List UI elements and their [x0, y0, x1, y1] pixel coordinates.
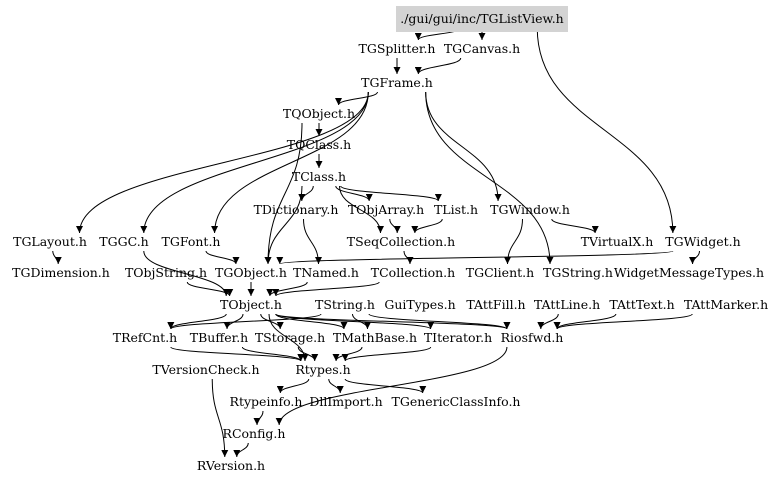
edge-tobject-tbuffer: [223, 313, 244, 330]
edge-tversioncheck-rversion: [211, 378, 229, 458]
node-tversioncheck[interactable]: TVersionCheck.h: [152, 362, 259, 377]
node-tobject[interactable]: TObject.h: [220, 297, 282, 312]
edge-tclass-tgobject: [264, 185, 303, 265]
node-tstorage[interactable]: TStorage.h: [255, 330, 325, 345]
edge-tgwindow-tgclient: [504, 218, 523, 265]
node-tgframe[interactable]: TGFrame.h: [361, 75, 433, 90]
root-node-box[interactable]: [396, 6, 568, 32]
edge-tatttext-riosfwd: [553, 313, 617, 330]
edge-tcollection-tobject: [272, 281, 380, 297]
edge-trefcnt-rtypes: [170, 346, 305, 362]
node-tgwidget[interactable]: TGWidget.h: [665, 234, 740, 249]
node-tvirtualx[interactable]: TVirtualX.h: [581, 234, 654, 249]
node-tclass[interactable]: TClass.h: [292, 169, 346, 184]
node-guitypes[interactable]: GuiTypes.h: [384, 297, 455, 312]
node-tattline[interactable]: TAttLine.h: [534, 297, 600, 312]
node-tgstring[interactable]: TGString.h: [543, 265, 613, 280]
edge-rconfig-rversion: [233, 442, 249, 458]
edge-titerator-rtypes: [341, 346, 432, 362]
edge-tgframe-tgstring: [425, 91, 554, 265]
edge-tstring-riosfwd: [368, 313, 511, 330]
node-titerator[interactable]: TIterator.h: [424, 330, 492, 345]
edge-tdictionary-tnamed: [303, 218, 322, 265]
edge-rtypes-dllimport: [328, 378, 344, 394]
node-tgobject[interactable]: TGObject.h: [215, 265, 287, 280]
edge-tmathbase-rtypes: [332, 346, 363, 362]
edge-tgframe-tgfont: [211, 91, 369, 234]
node-tqclass[interactable]: TQClass.h: [287, 137, 351, 152]
node-tatttext[interactable]: TAttText.h: [609, 297, 674, 312]
edge-tobjstring-tobject: [186, 281, 234, 297]
edge-rtypes-rtypeinfo: [276, 378, 310, 394]
edge-tattline-riosfwd: [537, 313, 559, 330]
edge-riosfwd-rconfig: [275, 346, 508, 426]
node-tattfill[interactable]: TAttFill.h: [466, 297, 525, 312]
edge-tstorage-rtypes: [297, 346, 319, 362]
edge-tstring-tmathbase: [352, 313, 371, 330]
edge-tnamed-tobject: [266, 281, 308, 297]
node-rtypeinfo[interactable]: Rtypeinfo.h: [230, 394, 303, 409]
edge-tgframe-tgwindow: [425, 91, 502, 202]
edge-root-tgwidget: [536, 27, 677, 234]
node-rconfig[interactable]: RConfig.h: [223, 426, 286, 441]
node-riosfwd[interactable]: Riosfwd.h: [501, 330, 564, 345]
node-tseqcollection[interactable]: TSeqCollection.h: [347, 234, 455, 249]
edge-tobject-riosfwd: [275, 313, 511, 330]
edge-layer: [52, 27, 700, 458]
edge-tclass-tlist: [340, 185, 442, 202]
edge-tstring-trefcnt: [167, 313, 322, 330]
node-tlist[interactable]: TList.h: [434, 202, 478, 217]
node-tcollection[interactable]: TCollection.h: [371, 265, 455, 280]
node-tgsplitter[interactable]: TGSplitter.h: [359, 41, 436, 56]
node-tstring[interactable]: TString.h: [315, 297, 375, 312]
edge-tlist-tseqcollection: [411, 218, 443, 234]
edge-tbuffer-rtypes: [241, 346, 305, 362]
node-tgwindow[interactable]: TGWindow.h: [490, 202, 570, 217]
node-tglayout[interactable]: TGLayout.h: [13, 234, 87, 249]
edge-tgframe-tglayout: [76, 91, 369, 234]
node-tgfont[interactable]: TGFont.h: [162, 234, 221, 249]
node-tmathbase[interactable]: TMathBase.h: [333, 330, 417, 345]
node-tobjstring[interactable]: TObjString.h: [125, 265, 207, 280]
edge-tgcanvas-tgframe: [414, 57, 462, 75]
edge-tclass-tobjarray: [335, 185, 373, 202]
edge-tclass-tdictionary: [298, 185, 314, 202]
node-dllimport[interactable]: DllImport.h: [309, 394, 382, 409]
node-rtypes[interactable]: Rtypes.h: [295, 362, 350, 377]
edge-tgframe-tggc: [140, 91, 369, 234]
edge-tgwidget-widgetmessagetypes: [689, 250, 700, 265]
node-tbuffer[interactable]: TBuffer.h: [190, 330, 248, 345]
edge-tggc-tobject: [143, 250, 230, 297]
node-tgcanvas[interactable]: TGCanvas.h: [444, 41, 520, 56]
node-tnamed[interactable]: TNamed.h: [293, 265, 359, 280]
node-tobjarray[interactable]: TObjArray.h: [348, 202, 424, 217]
edge-tgwidget-tgobject: [276, 250, 674, 265]
node-rversion[interactable]: RVersion.h: [197, 458, 265, 473]
root-node-label[interactable]: ./gui/gui/inc/TGListView.h: [400, 11, 563, 26]
edge-tgframe-tqobject: [335, 91, 378, 106]
node-tqobject[interactable]: TQObject.h: [283, 106, 355, 121]
node-trefcnt[interactable]: TRefCnt.h: [113, 330, 177, 345]
node-widgetmessagetypes[interactable]: WidgetMessageTypes.h: [614, 265, 764, 280]
node-tdictionary[interactable]: TDictionary.h: [254, 202, 339, 217]
node-tgclient[interactable]: TGClient.h: [466, 265, 534, 280]
edge-tobjarray-tseqcollection: [389, 218, 401, 234]
node-tattmarker[interactable]: TAttMarker.h: [684, 297, 768, 312]
node-tggc[interactable]: TGGC.h: [99, 234, 148, 249]
edge-tattmarker-riosfwd: [553, 313, 693, 330]
node-tgenericclassinfo[interactable]: TGenericClassInfo.h: [392, 394, 521, 409]
edge-tgwindow-tvirtualx: [551, 218, 599, 234]
edge-tclass-tseqcollection: [339, 185, 384, 234]
edge-tseqcollection-tcollection: [403, 250, 414, 265]
edge-tglayout-tgdimension: [52, 250, 62, 265]
edge-rtypeinfo-rconfig: [253, 410, 264, 426]
edge-tobject-tmathbase: [275, 313, 348, 330]
node-tgdimension[interactable]: TGDimension.h: [12, 265, 110, 280]
edge-tqobject-tgobject: [264, 122, 303, 265]
edge-rtypes-tgenericclassinfo: [344, 378, 427, 394]
edge-tgfont-tgobject: [205, 250, 240, 265]
